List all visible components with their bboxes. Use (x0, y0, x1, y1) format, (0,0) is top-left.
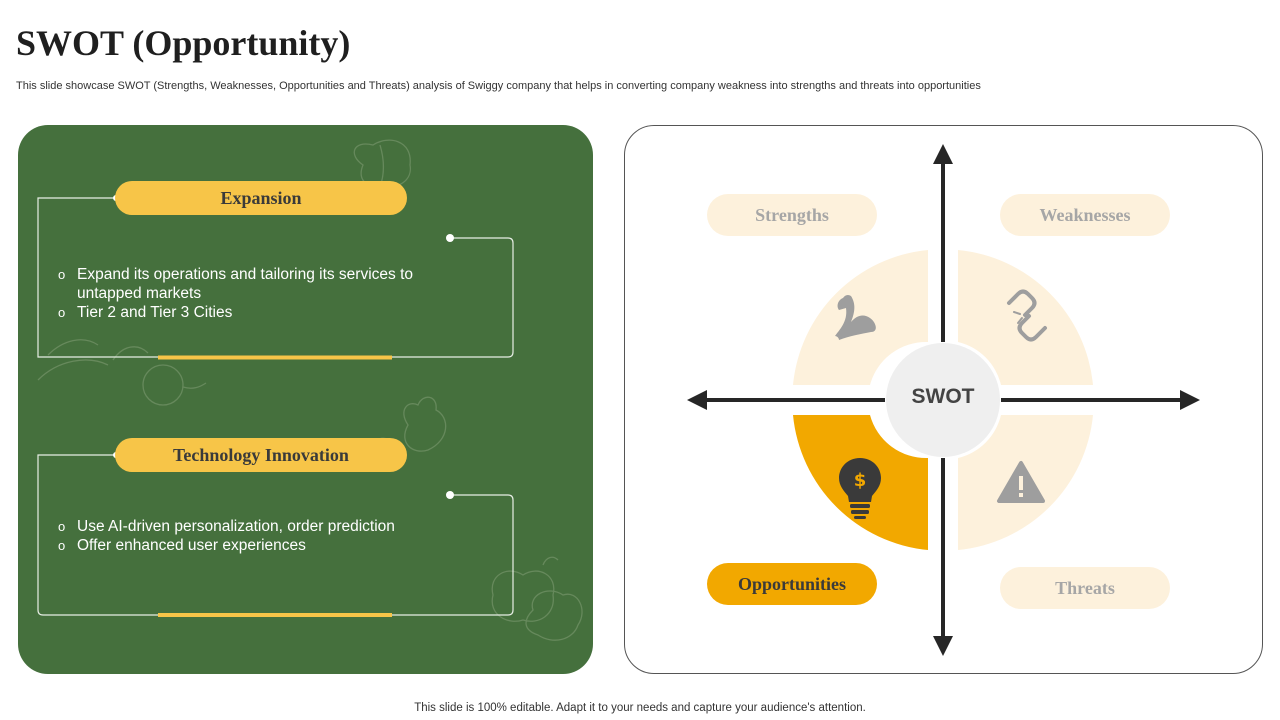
list-item: Tier 2 and Tier 3 Cities (58, 303, 458, 322)
opportunities-panel: Expansion Expand its operations and tail… (18, 125, 593, 674)
arrow-right-icon (1180, 390, 1200, 410)
list-item: Expand its operations and tailoring its … (58, 265, 458, 303)
expansion-bullet-list: Expand its operations and tailoring its … (58, 265, 458, 322)
lightbulb-dollar-icon: $ (839, 458, 881, 519)
threats-label: Threats (1000, 567, 1170, 609)
arrow-up-icon (933, 144, 953, 164)
svg-text:$: $ (854, 470, 867, 491)
warning-icon (997, 461, 1045, 503)
technology-bullet-list: Use AI-driven personalization, order pre… (58, 517, 458, 555)
list-item: Use AI-driven personalization, order pre… (58, 517, 458, 536)
card-frame-lines (37, 452, 514, 617)
arrow-down-icon (933, 636, 953, 656)
list-item: Offer enhanced user experiences (58, 536, 458, 555)
footer-note: This slide is 100% editable. Adapt it to… (414, 702, 866, 714)
technology-innovation-heading: Technology Innovation (115, 438, 407, 472)
opportunity-card-technology-innovation: Technology Innovation Use AI-driven pers… (18, 438, 593, 628)
swot-diagram: $ (687, 144, 1200, 656)
flexed-arm-icon (835, 294, 876, 340)
page-title: SWOT (Opportunity) (16, 23, 351, 63)
expansion-heading: Expansion (115, 181, 407, 215)
swot-diagram-panel: $ SWOT Strengths Weaknesses Opportunitie… (624, 125, 1263, 674)
strengths-label: Strengths (707, 194, 877, 236)
page-subtitle: This slide showcase SWOT (Strengths, Wea… (16, 80, 981, 92)
swot-center-label: SWOT (911, 385, 975, 408)
opportunity-card-expansion: Expansion Expand its operations and tail… (18, 181, 593, 371)
arrow-left-icon (687, 390, 707, 410)
weaknesses-label: Weaknesses (1000, 194, 1170, 236)
broken-link-icon (1007, 289, 1047, 342)
opportunities-label: Opportunities (707, 563, 877, 605)
